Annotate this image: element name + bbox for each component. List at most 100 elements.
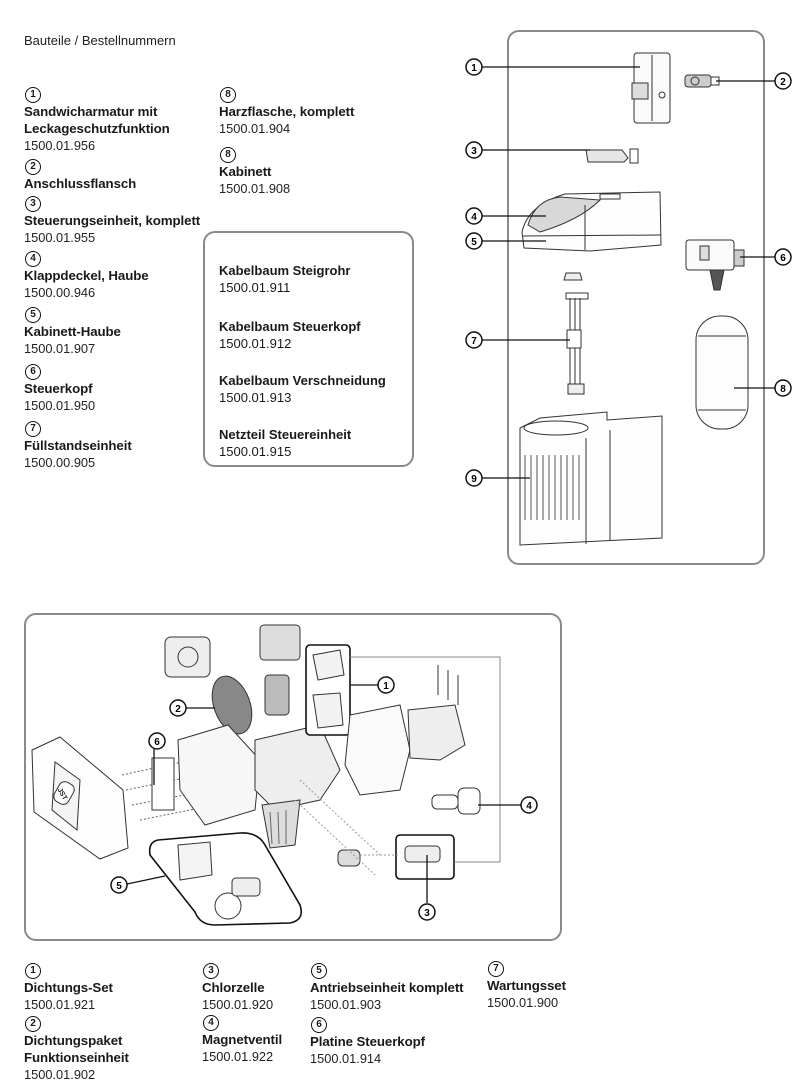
cable-item: Kabelbaum Steigrohr 1500.01.911 xyxy=(219,262,350,296)
float-unit-part xyxy=(563,272,589,395)
callout-4: 4 xyxy=(465,207,483,225)
part-item: 3 Steuerungseinheit, komplett 1500.01.95… xyxy=(24,193,200,246)
part-code: 1500.01.922 xyxy=(202,1049,274,1064)
cable-harness-box xyxy=(203,231,414,467)
callout-3: 3 xyxy=(465,141,483,159)
part-item: 8 Harzflasche, komplett 1500.01.904 xyxy=(219,84,354,137)
svg-text:5: 5 xyxy=(116,881,122,892)
solenoid-valve-part xyxy=(431,787,481,815)
part-item: 3 Chlorzelle 1500.01.920 xyxy=(202,960,273,1013)
page-title: Bauteile / Bestellnummern xyxy=(24,33,176,48)
top-exploded-diagram: 1 2 3 4 5 6 7 8 9 xyxy=(465,52,792,546)
bottom-exploded-diagram: JST xyxy=(31,624,538,926)
part-code: 1500.01.920 xyxy=(202,997,274,1012)
part-code: 1500.01.956 xyxy=(24,138,96,153)
valve-body-part xyxy=(254,724,341,849)
resin-bottle-part xyxy=(695,315,749,430)
part-item: 7 Füllstandseinheit 1500.00.905 xyxy=(24,418,132,471)
part-item: 8 Kabinett 1500.01.908 xyxy=(219,144,290,197)
seal-plates-part xyxy=(259,624,301,716)
svg-text:4: 4 xyxy=(526,801,532,812)
svg-text:3: 3 xyxy=(471,146,477,157)
top-diagram-frame xyxy=(507,30,765,565)
svg-text:3: 3 xyxy=(424,908,430,919)
part-item: 4 Magnetventil 1500.01.922 xyxy=(202,1012,282,1065)
callout-number: 5 xyxy=(311,963,327,979)
callout-1: 1 xyxy=(377,676,395,694)
svg-text:7: 7 xyxy=(471,336,477,347)
cable-code: 1500.01.912 xyxy=(219,336,292,351)
part-name: Antriebseinheit komplett xyxy=(310,980,464,995)
part-name: Sandwicharmatur mit xyxy=(24,104,158,119)
cable-code: 1500.01.913 xyxy=(219,390,292,405)
cable-code: 1500.01.915 xyxy=(219,444,292,459)
drive-bracket-part xyxy=(177,724,261,826)
callout-8: 8 xyxy=(774,379,792,397)
cable-name: Kabelbaum Steigrohr xyxy=(219,263,351,278)
part-name: Kabinett xyxy=(219,164,272,179)
part-name: Füllstandseinheit xyxy=(24,438,132,453)
part-name: Dichtungspaket xyxy=(24,1033,123,1048)
cable-item: Kabelbaum Verschneidung 1500.01.913 xyxy=(219,372,386,406)
part-code: 1500.00.905 xyxy=(24,455,96,470)
part-item: 7 Wartungsset 1500.01.900 xyxy=(487,958,566,1011)
part-item: 6 Steuerkopf 1500.01.950 xyxy=(24,361,95,414)
callout-number: 4 xyxy=(203,1015,219,1031)
callout-2: 2 xyxy=(169,699,187,717)
part-item: 2 Anschlussflansch xyxy=(24,156,136,192)
svg-text:6: 6 xyxy=(154,737,160,748)
top-callouts: 1 2 3 4 5 6 7 8 9 xyxy=(465,58,792,487)
callout-5: 5 xyxy=(465,232,483,250)
control-head-part xyxy=(685,239,745,291)
part-name: Anschlussflansch xyxy=(24,176,137,191)
cable-code: 1500.01.911 xyxy=(219,280,291,295)
part-code: 1500.01.914 xyxy=(310,1051,382,1066)
callout-number: 7 xyxy=(488,961,504,977)
part-code: 1500.01.908 xyxy=(219,181,291,196)
callout-6: 6 xyxy=(148,732,166,750)
part-code: 1500.01.950 xyxy=(24,398,96,413)
cable-item: Netzteil Steuereinheit 1500.01.915 xyxy=(219,426,351,460)
callout-9: 9 xyxy=(465,469,483,487)
part-item: 4 Klappdeckel, Haube 1500.00.946 xyxy=(24,248,149,301)
cabinet-part xyxy=(519,411,663,546)
svg-text:9: 9 xyxy=(471,474,477,485)
sandwich-valve-part xyxy=(631,52,671,124)
part-name: Kabinett-Haube xyxy=(24,324,121,339)
part-code: 1500.01.955 xyxy=(24,230,96,245)
bottom-diagram-frame xyxy=(24,613,562,941)
part-code: 1500.01.903 xyxy=(310,997,382,1012)
part-code: 1500.01.904 xyxy=(219,121,291,136)
part-name: Platine Steuerkopf xyxy=(310,1034,425,1049)
part-name: Harzflasche, komplett xyxy=(219,104,355,119)
callout-3: 3 xyxy=(418,903,436,921)
callout-1: 1 xyxy=(465,58,483,76)
callout-number: 6 xyxy=(311,1017,327,1033)
part-item: 5 Kabinett-Haube 1500.01.907 xyxy=(24,304,121,357)
callout-number: 2 xyxy=(25,1016,41,1032)
part-item: 1 Sandwicharmatur mit Leckageschutzfunkt… xyxy=(24,84,170,154)
callout-2: 2 xyxy=(774,72,792,90)
connection-flange-part xyxy=(684,74,720,88)
part-code: 1500.01.900 xyxy=(487,995,559,1010)
valve-housing-part xyxy=(344,704,411,796)
part-item: 1 Dichtungs-Set 1500.01.921 xyxy=(24,960,113,1013)
part-code: 1500.01.902 xyxy=(24,1067,96,1082)
part-name: Magnetventil xyxy=(202,1032,283,1047)
pcb-part xyxy=(151,757,175,811)
svg-text:2: 2 xyxy=(175,704,181,715)
callout-6: 6 xyxy=(774,248,792,266)
control-head-cover-part: JST xyxy=(31,736,129,860)
part-item: 6 Platine Steuerkopf 1500.01.914 xyxy=(310,1014,425,1067)
part-item: 5 Antriebseinheit komplett 1500.01.903 xyxy=(310,960,464,1013)
part-name: Steuerkopf xyxy=(24,381,93,396)
part-name: Klappdeckel, Haube xyxy=(24,268,149,283)
svg-text:1: 1 xyxy=(471,63,477,74)
cabinet-cover-part xyxy=(521,191,662,252)
callout-number: 3 xyxy=(203,963,219,979)
callout-4: 4 xyxy=(520,796,538,814)
cable-name: Netzteil Steuereinheit xyxy=(219,427,352,442)
part-item: 2 Dichtungspaket Funktionseinheit 1500.0… xyxy=(24,1013,129,1083)
svg-text:6: 6 xyxy=(780,253,786,264)
control-unit-part xyxy=(585,148,639,164)
